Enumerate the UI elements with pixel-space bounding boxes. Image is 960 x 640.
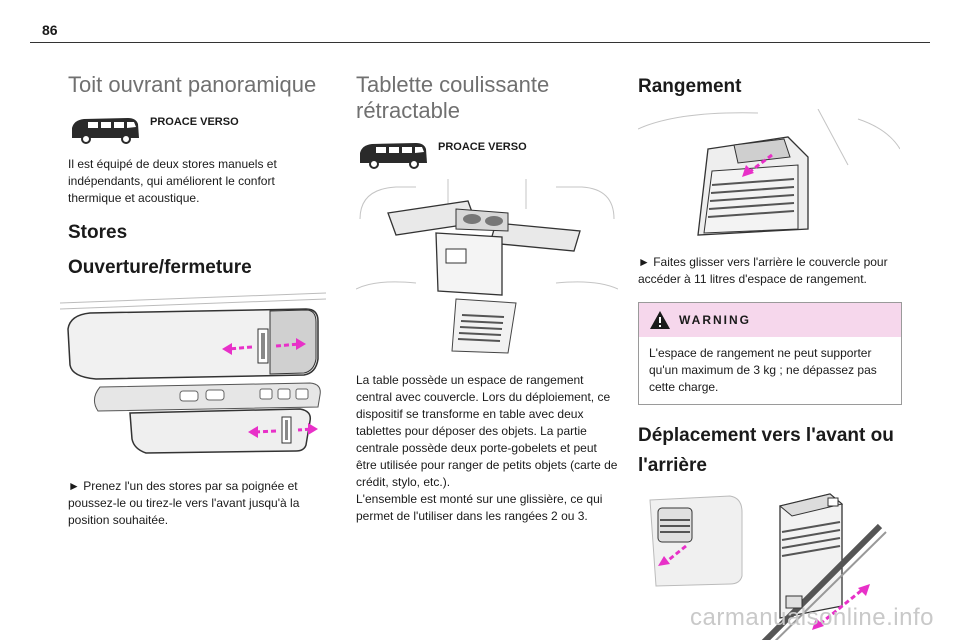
sliding-table-description: La table possède un espace de rangement … [356, 372, 618, 489]
column-panoramic-roof: Toit ouvrant panoramique PROACE VERSO Il… [59, 60, 330, 529]
van-icon [360, 142, 427, 169]
section-title-storage: Rangement [638, 76, 742, 97]
sunblind-illustration [59, 292, 327, 454]
warning-text: L'espace de rangement ne peut supporter … [649, 346, 877, 395]
model-row: PROACE VERSO [68, 114, 330, 145]
heading-opening-closing: Ouverture/fermeture [68, 257, 252, 279]
model-label: PROACE VERSO [438, 140, 527, 153]
heading-forward-backward: Déplacement vers l'avant ou l'arrière [638, 425, 894, 476]
top-divider [30, 42, 930, 43]
van-icon [72, 118, 139, 145]
slide-rail-illustration [649, 493, 887, 640]
section-title-panoramic-roof: Toit ouvrant panoramique [68, 72, 317, 97]
storage-illustration [637, 109, 901, 237]
warning-header: WARNING [639, 303, 901, 338]
model-row: PROACE VERSO [356, 139, 618, 169]
intro-text: Il est équipé de deux stores manuels et … [68, 157, 277, 206]
watermark[interactable]: carmanualsonline.info [690, 604, 934, 631]
column-storage: Rangement ► Faites glisser vers l'arrièr… [637, 60, 902, 640]
sliding-table-illustration [355, 178, 619, 354]
model-label: PROACE VERSO [150, 116, 239, 129]
sliding-table-rail-note: L'ensemble est monté sur une glissière, … [356, 491, 603, 523]
column-sliding-table: Tablette coulissante rétractable PROACE … [355, 60, 619, 525]
sunblind-instruction: ► Prenez l'un des stores par sa poignée … [68, 478, 300, 527]
warning-triangle-icon [650, 311, 670, 330]
warning-title: WARNING [679, 313, 751, 328]
storage-instruction: ► Faites glisser vers l'arrière le couve… [638, 255, 888, 287]
warning-box: WARNING L'espace de rangement ne peut su… [638, 302, 902, 406]
page-number: 86 [42, 22, 58, 38]
section-title-sliding-table: Tablette coulissante rétractable [356, 72, 550, 124]
heading-stores: Stores [68, 222, 128, 244]
